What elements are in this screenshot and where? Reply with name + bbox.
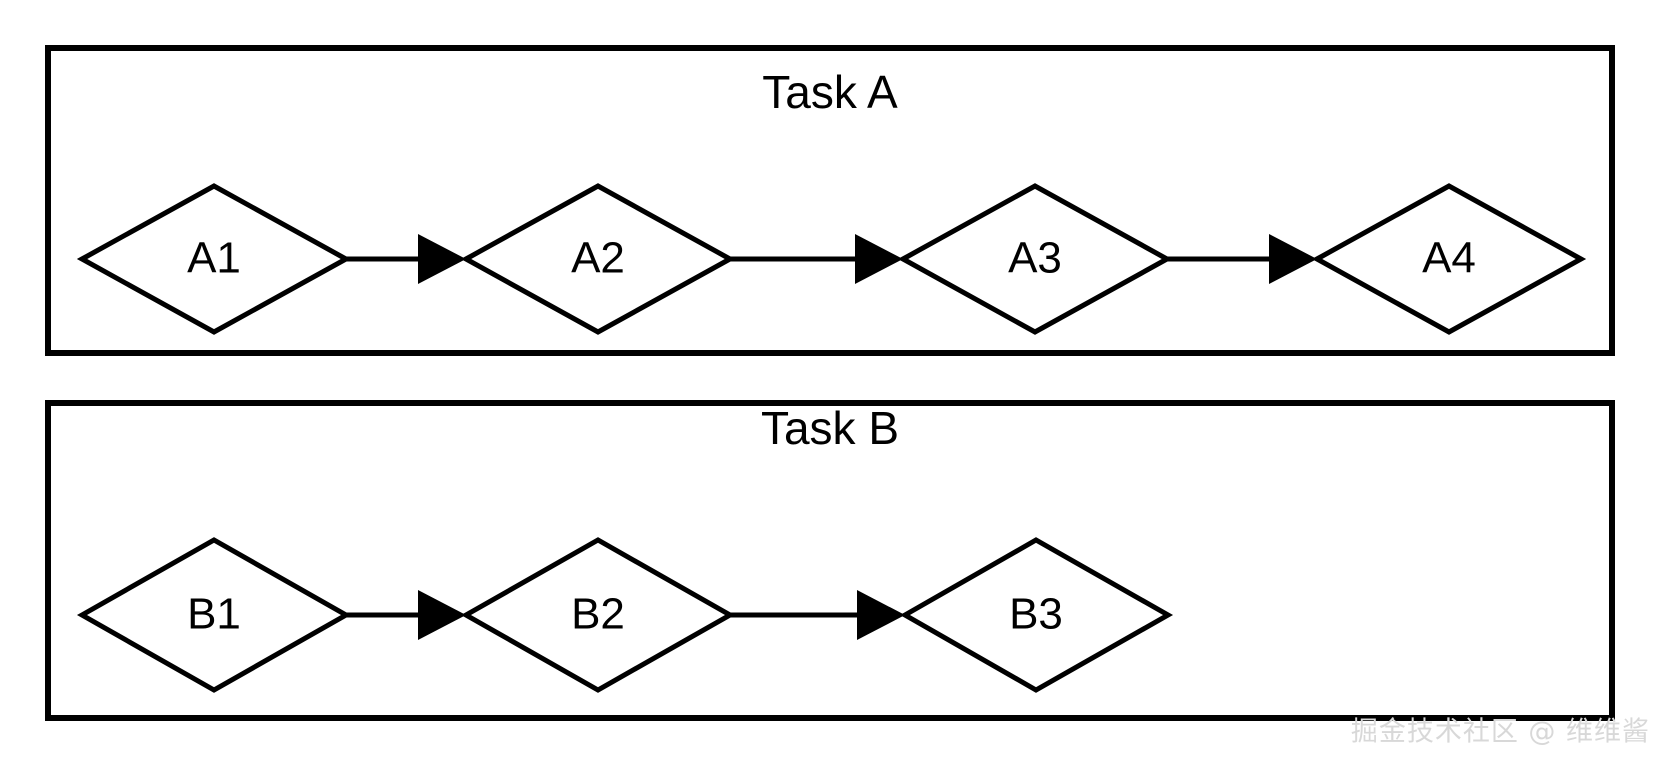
node-a2[interactable]: A2 — [460, 183, 736, 335]
diamond-shape[interactable] — [899, 537, 1174, 693]
diamond-shape[interactable] — [1311, 183, 1587, 335]
node-b3[interactable]: B3 — [899, 537, 1174, 693]
node-label: B1 — [187, 590, 241, 639]
watermark-label: 掘金技术社区 @ 维维酱 — [1351, 717, 1650, 748]
arrowhead-icon — [418, 590, 466, 640]
group-title-task-a: Task A — [762, 66, 898, 118]
node-a3[interactable]: A3 — [897, 183, 1173, 335]
edge-a1-a2[interactable] — [346, 234, 466, 284]
group-title-task-b: Task B — [761, 402, 899, 454]
arrowhead-icon — [1269, 234, 1317, 284]
arrowhead-icon — [855, 234, 903, 284]
node-label: B3 — [1009, 590, 1063, 639]
node-a1[interactable]: A1 — [76, 183, 352, 335]
group-task-b[interactable]: Task B B1 B2 B3 — [45, 400, 1615, 721]
group-box-task-a[interactable] — [45, 45, 1615, 356]
arrowhead-icon — [857, 590, 905, 640]
edge-b1-b2[interactable] — [346, 590, 466, 640]
group-task-a[interactable]: Task A A1 A2 A3 A4 — [45, 45, 1615, 356]
node-label: A3 — [1008, 234, 1062, 283]
node-b1[interactable]: B1 — [76, 537, 352, 693]
group-box-task-b[interactable] — [45, 400, 1615, 721]
node-a4[interactable]: A4 — [1311, 183, 1587, 335]
node-label: B2 — [571, 590, 625, 639]
node-b2[interactable]: B2 — [460, 537, 736, 693]
node-label: A2 — [571, 234, 625, 283]
edge-a3-a4[interactable] — [1167, 234, 1317, 284]
edge-a2-a3[interactable] — [730, 234, 903, 284]
node-label: A4 — [1422, 234, 1476, 283]
node-label: A1 — [187, 234, 241, 283]
arrowhead-icon — [418, 234, 466, 284]
edge-b2-b3[interactable] — [730, 590, 905, 640]
